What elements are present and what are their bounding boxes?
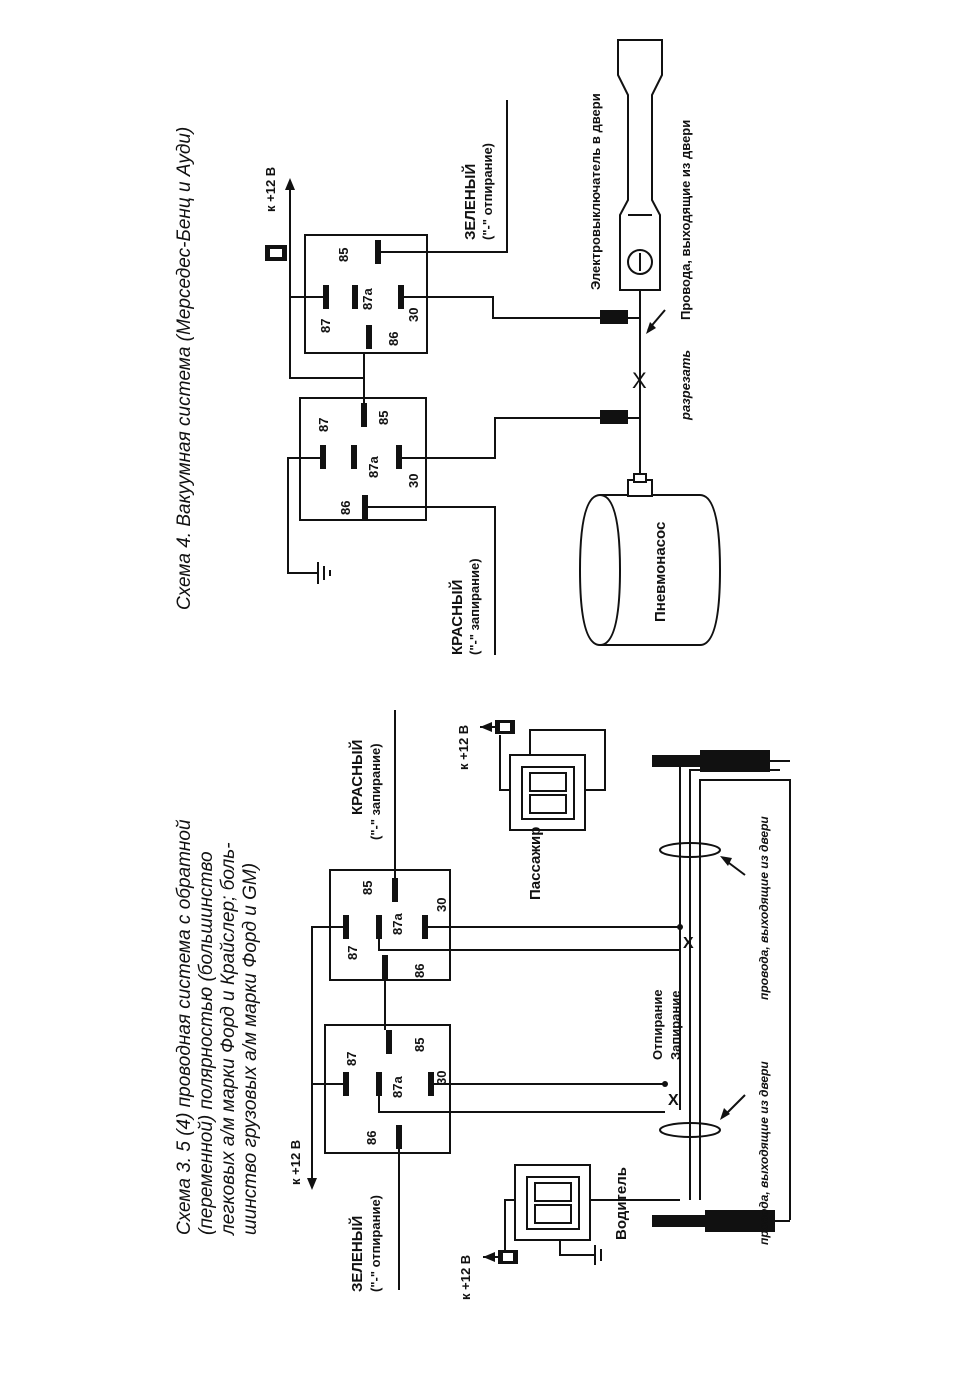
wire-green-lead bbox=[378, 100, 508, 253]
junction-1 bbox=[677, 924, 683, 930]
door-wires-arrowhead bbox=[646, 322, 656, 334]
lock-label: Запирание bbox=[668, 991, 683, 1060]
passenger-plus12-label: к +12 В bbox=[456, 725, 471, 770]
relay-b-pin-85: 85 bbox=[336, 248, 351, 262]
wire-d87a-to-unlock bbox=[378, 1084, 665, 1113]
relay-c-pin-87: 87 bbox=[345, 946, 360, 960]
relay-d-pin-87a: 87a bbox=[390, 1076, 405, 1098]
relay-a-pin-85: 85 bbox=[376, 411, 391, 425]
cross-mark-2: X bbox=[668, 1092, 679, 1109]
relay-a-pin-86: 86 bbox=[338, 501, 353, 515]
relay-b-terminal-86 bbox=[366, 325, 372, 349]
door-wires-label-1: провода, выходящие из двери bbox=[757, 816, 771, 1000]
red-sub: ("-" запирание) bbox=[368, 743, 383, 840]
fuse-icon bbox=[265, 245, 287, 261]
diagram-3-title-line-4: шинство грузовых а/м марки Форд и GM) bbox=[240, 863, 261, 1235]
red-label: КРАСНЫЙ bbox=[448, 580, 466, 655]
relay-c-pin-87a: 87a bbox=[390, 913, 405, 935]
wire-c87-d87-plus12 bbox=[311, 926, 346, 1085]
cut-label: разрезать bbox=[678, 350, 693, 421]
green-label: ЗЕЛЕНЫЙ bbox=[348, 1216, 366, 1292]
connector-b bbox=[600, 310, 628, 324]
relay-d-pin-86: 86 bbox=[364, 1131, 379, 1145]
green-label: ЗЕЛЕНЫЙ bbox=[461, 164, 479, 240]
red-label: КРАСНЫЙ bbox=[348, 740, 366, 815]
cable-clamp-2 bbox=[659, 1122, 721, 1138]
driver-fuse-icon bbox=[483, 1250, 518, 1264]
relay-b-pin-87: 87 bbox=[318, 319, 333, 333]
cable-clamp-1 bbox=[659, 842, 721, 858]
relay-c-pin-86: 86 bbox=[412, 964, 427, 978]
relay-b-pin-30: 30 bbox=[406, 308, 421, 322]
diagram-3-title-line-2: (переменной) полярностью (большинство bbox=[196, 851, 217, 1235]
diagram-4-vacuum-system: Схема 4. Вакуумная система (Мерседес-Бен… bbox=[174, 39, 722, 655]
wire-c87a-to-lock bbox=[378, 927, 680, 951]
relay-a-pin-87: 87 bbox=[316, 418, 331, 432]
passenger-fuse-icon bbox=[480, 720, 515, 734]
driver-label: Водитель bbox=[613, 1167, 630, 1240]
relay-c-pin-85: 85 bbox=[360, 881, 375, 895]
passenger-switch bbox=[499, 729, 606, 831]
actuator-passenger bbox=[652, 750, 790, 772]
plus12-label: к +12 В bbox=[263, 167, 278, 212]
relay-d-pin-87: 87 bbox=[344, 1052, 359, 1066]
relay-b-terminal-87a bbox=[352, 285, 358, 309]
switch-label: Электровыключатель в двери bbox=[588, 93, 603, 290]
relay-c-pin-30: 30 bbox=[434, 898, 449, 912]
junction-2 bbox=[662, 1081, 668, 1087]
relay-a-pin-30: 30 bbox=[406, 474, 421, 488]
pump-label: Пневмонасос bbox=[652, 522, 669, 622]
wire-b30-out bbox=[401, 296, 605, 319]
diagram-3-reverse-polarity: Схема 3. 5 (4) проводная система с обрат… bbox=[174, 710, 791, 1300]
driver-plus12-label: к +12 В bbox=[458, 1255, 473, 1300]
diagram-4-title: Схема 4. Вакуумная система (Мерседес-Бен… bbox=[174, 127, 195, 610]
unlock-label: Отпирание bbox=[650, 989, 665, 1060]
wire-a30-out bbox=[399, 417, 605, 459]
green-sub: ("-" отпирание) bbox=[480, 143, 495, 240]
relay-c-box bbox=[329, 869, 451, 981]
vacuum-pump bbox=[578, 473, 722, 646]
relay-d-pin-85: 85 bbox=[412, 1038, 427, 1052]
relay-d-terminal-85 bbox=[386, 1030, 392, 1054]
passenger-label: Пассажир bbox=[527, 827, 544, 900]
cut-mark: X bbox=[632, 368, 647, 393]
door-wires-arrow-2 bbox=[724, 1094, 746, 1116]
relay-a-terminal-87a bbox=[351, 445, 357, 469]
diagram-3-title-line-3: легковых а/м марки Форд и Крайслер; боль… bbox=[218, 842, 239, 1236]
plus12-arrow-icon bbox=[285, 178, 295, 190]
relay-a-pin-87a: 87a bbox=[366, 456, 381, 478]
wire-ground bbox=[287, 457, 323, 574]
door-wires-label-2: провода, выходящие из двери bbox=[757, 1061, 771, 1245]
relay-c-terminal-86 bbox=[382, 955, 388, 979]
relay-b-pin-86: 86 bbox=[386, 332, 401, 346]
plus12-label: к +12 В bbox=[288, 1140, 303, 1185]
driver-switch bbox=[504, 1164, 680, 1256]
wire-pump bbox=[628, 417, 641, 480]
cross-mark-1: X bbox=[683, 935, 694, 952]
green-sub: ("-" отпирание) bbox=[368, 1195, 383, 1292]
wire-b87-to-plus12 bbox=[289, 296, 364, 379]
red-sub: ("-" запирание) bbox=[467, 558, 482, 655]
door-switch bbox=[617, 39, 663, 291]
door-wires-arrowhead-2 bbox=[720, 1108, 730, 1120]
driver-ground-icon bbox=[594, 1245, 602, 1265]
actuator-driver bbox=[652, 1210, 790, 1232]
ground-icon bbox=[317, 562, 331, 584]
relay-d-pin-30: 30 bbox=[434, 1071, 449, 1085]
connector-a bbox=[600, 410, 628, 424]
diagram-3-title-line-1: Схема 3. 5 (4) проводная система с обрат… bbox=[174, 819, 195, 1235]
wire-red-lead bbox=[365, 506, 496, 655]
door-wires-label: Провода, выходящие из двери bbox=[678, 120, 693, 320]
relay-b-pin-87a: 87a bbox=[360, 288, 375, 310]
door-wires-arrowhead-1 bbox=[720, 856, 732, 866]
door-cable-right bbox=[699, 779, 791, 1220]
plus12-arrow-icon bbox=[307, 1178, 317, 1190]
relay-a-terminal-85 bbox=[361, 403, 367, 427]
